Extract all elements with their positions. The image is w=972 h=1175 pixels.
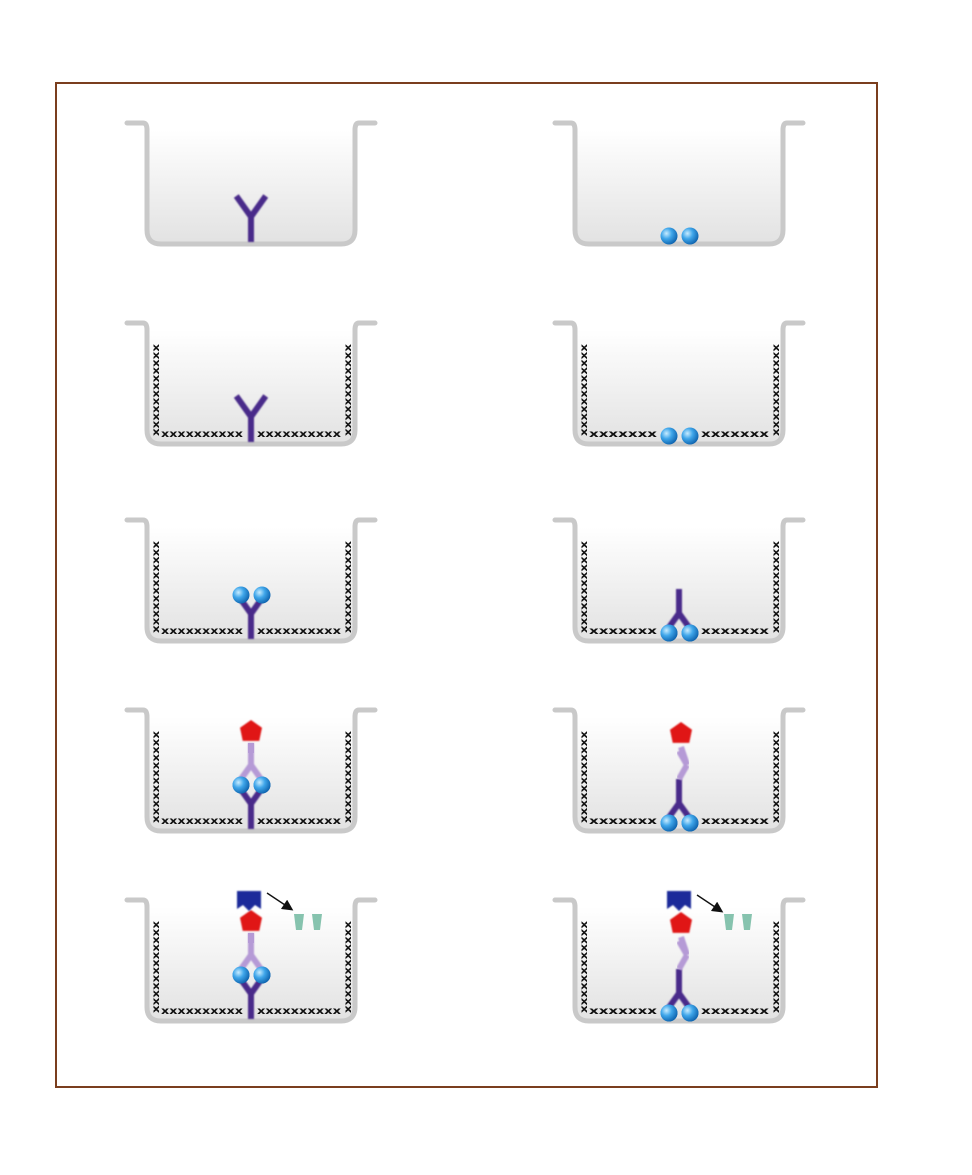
block-column-right: xxxxxxxxxxxx xyxy=(343,730,354,823)
block-floor-right: xxxxxxxxxx xyxy=(257,816,342,827)
secondary-antibody-icon xyxy=(676,746,690,781)
well-interior xyxy=(147,907,355,1021)
antigen-icon xyxy=(660,227,678,245)
antigen-icon xyxy=(253,966,271,984)
arrow-icon xyxy=(696,894,724,913)
block-column-right: xxxxxxxxxxxx xyxy=(771,920,782,1013)
antigen-icon xyxy=(681,1004,699,1022)
product-right xyxy=(742,914,752,930)
microplate-well xyxy=(552,320,806,447)
product-icon xyxy=(724,914,752,930)
block-column-right: xxxxxxxxxxxx xyxy=(771,540,782,633)
label-icon xyxy=(240,910,262,931)
block-floor-left: xxxxxxx xyxy=(589,816,658,827)
block-floor-left: xxxxxxx xyxy=(589,626,658,637)
block-column-right: xxxxxxxxxxxx xyxy=(343,540,354,633)
antigen-icon xyxy=(660,814,678,832)
enzyme-icon xyxy=(667,891,691,911)
block-column-right: xxxxxxxxxxxx xyxy=(343,920,354,1013)
antigen-icon xyxy=(232,586,250,604)
product-left xyxy=(724,914,734,930)
well-interior xyxy=(147,527,355,641)
antigen-icon xyxy=(253,586,271,604)
antigen-icon xyxy=(681,814,699,832)
enzyme-icon xyxy=(237,891,261,911)
block-column-left: xxxxxxxxxxxx xyxy=(579,920,590,1013)
antigen-icon xyxy=(253,776,271,794)
block-floor-right: xxxxxxx xyxy=(701,429,770,440)
block-column-left: xxxxxxxxxxxx xyxy=(151,540,162,633)
figure-frame xyxy=(55,82,878,1088)
microplate-well xyxy=(124,320,378,447)
block-floor-left: xxxxxxx xyxy=(589,429,658,440)
microplate-well xyxy=(124,707,378,834)
block-floor-right: xxxxxxxxxx xyxy=(257,626,342,637)
label-icon xyxy=(240,720,262,741)
block-column-left: xxxxxxxxxxxx xyxy=(579,343,590,436)
block-column-left: xxxxxxxxxxxx xyxy=(579,540,590,633)
microplate-well xyxy=(552,120,806,247)
secondary-antibody-icon xyxy=(676,936,690,971)
microplate-well xyxy=(552,897,806,1024)
antigen-icon xyxy=(660,427,678,445)
capture-antibody-icon xyxy=(233,194,269,242)
block-floor-right: xxxxxxxxxx xyxy=(257,429,342,440)
panel-l1 xyxy=(124,120,378,247)
block-floor-left: xxxxxxxxxx xyxy=(161,816,244,827)
block-floor-left: xxxxxxxxxx xyxy=(161,429,244,440)
antigen-icon xyxy=(681,427,699,445)
product-icon xyxy=(294,914,322,930)
well-interior xyxy=(147,717,355,831)
block-column-left: xxxxxxxxxxxx xyxy=(151,343,162,436)
well-interior xyxy=(575,330,783,444)
microplate-well xyxy=(552,517,806,644)
block-column-left: xxxxxxxxxxxx xyxy=(579,730,590,823)
antigen-icon xyxy=(681,624,699,642)
label-icon xyxy=(670,912,692,933)
block-floor-right: xxxxxxx xyxy=(701,626,770,637)
block-column-right: xxxxxxxxxxxx xyxy=(771,343,782,436)
antigen-icon xyxy=(232,966,250,984)
arrow-icon xyxy=(266,892,294,911)
well-interior xyxy=(147,130,355,244)
block-floor-right: xxxxxxxxxx xyxy=(257,1006,342,1017)
capture-antibody-icon xyxy=(233,394,269,442)
label-icon xyxy=(670,722,692,743)
product-left xyxy=(294,914,304,930)
microplate-well xyxy=(124,897,378,1024)
antigen-icon xyxy=(660,1004,678,1022)
block-floor-right: xxxxxxx xyxy=(701,816,770,827)
block-floor-left: xxxxxxxxxx xyxy=(161,626,244,637)
block-column-left: xxxxxxxxxxxx xyxy=(151,730,162,823)
antigen-icon xyxy=(660,624,678,642)
block-column-right: xxxxxxxxxxxx xyxy=(771,730,782,823)
block-column-left: xxxxxxxxxxxx xyxy=(151,920,162,1013)
block-floor-left: xxxxxxxxxx xyxy=(161,1006,244,1017)
microplate-well xyxy=(124,517,378,644)
product-right xyxy=(312,914,322,930)
antigen-icon xyxy=(232,776,250,794)
antigen-icon xyxy=(681,227,699,245)
microplate-well xyxy=(124,120,378,247)
well-interior xyxy=(575,130,783,244)
block-floor-right: xxxxxxx xyxy=(701,1006,770,1017)
block-floor-left: xxxxxxx xyxy=(589,1006,658,1017)
block-column-right: xxxxxxxxxxxx xyxy=(343,343,354,436)
well-interior xyxy=(147,330,355,444)
panel-r1 xyxy=(552,120,806,247)
microplate-well xyxy=(552,707,806,834)
well-interior xyxy=(575,527,783,641)
